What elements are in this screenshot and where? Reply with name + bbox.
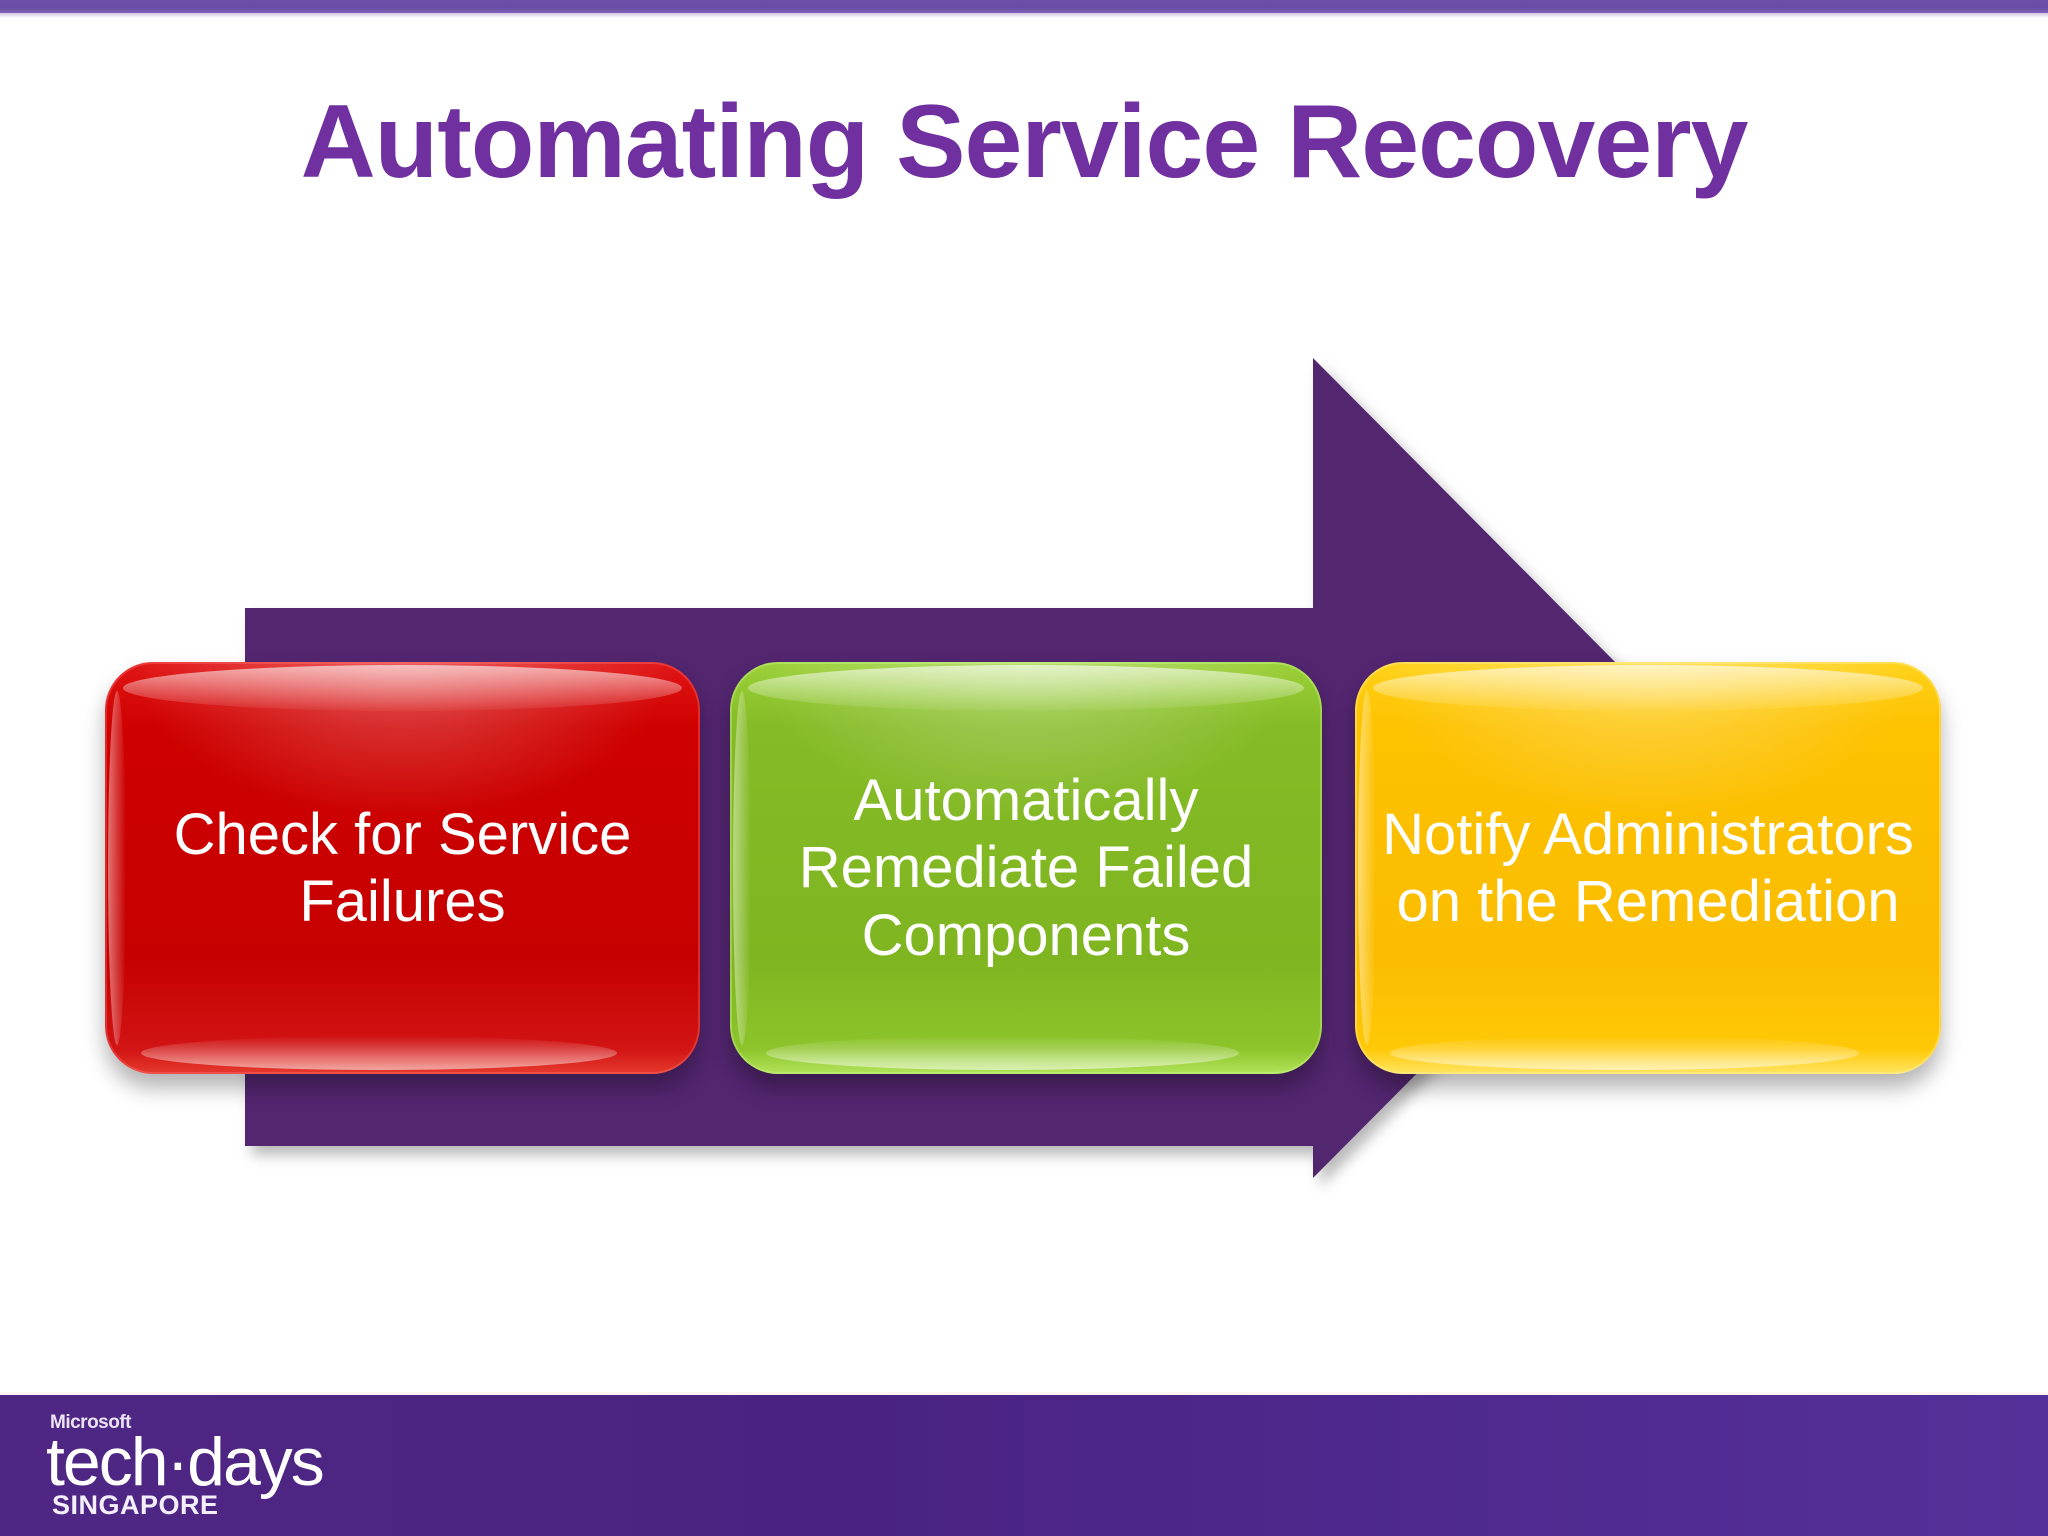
box-gloss-bottom — [1390, 1036, 1859, 1070]
process-step-label: Check for Service Failures — [173, 801, 632, 934]
footer-hairline — [0, 1392, 2048, 1395]
box-gloss-left — [108, 690, 126, 1046]
logo-brand-text: Microsoft — [50, 1412, 132, 1433]
logo-event-text: tech·days — [46, 1424, 325, 1500]
box-gloss-top — [1372, 665, 1924, 711]
box-gloss-bottom — [765, 1036, 1240, 1070]
page-title: Automating Service Recovery — [300, 84, 1749, 200]
process-step-notify[interactable]: Notify Administrators on the Remediation — [1355, 662, 1941, 1074]
box-gloss-top — [122, 665, 683, 711]
logo-location-text: SINGAPORE — [52, 1490, 219, 1520]
box-gloss-left — [1358, 690, 1376, 1046]
process-step-check[interactable]: Check for Service Failures — [105, 662, 700, 1074]
techdays-logo: Microsoft tech·days SINGAPORE — [46, 1406, 346, 1522]
process-step-label: Automatically Remediate Failed Component… — [798, 768, 1254, 968]
process-step-label: Notify Administrators on the Remediation — [1382, 801, 1914, 934]
footer-band: Microsoft tech·days SINGAPORE — [0, 1395, 2048, 1536]
process-step-remediate[interactable]: Automatically Remediate Failed Component… — [730, 662, 1322, 1074]
box-gloss-left — [733, 690, 751, 1046]
box-gloss-bottom — [140, 1036, 617, 1070]
top-accent-bar — [0, 0, 2048, 13]
top-accent-bar-shadow — [0, 13, 2048, 18]
box-gloss-top — [747, 665, 1305, 711]
